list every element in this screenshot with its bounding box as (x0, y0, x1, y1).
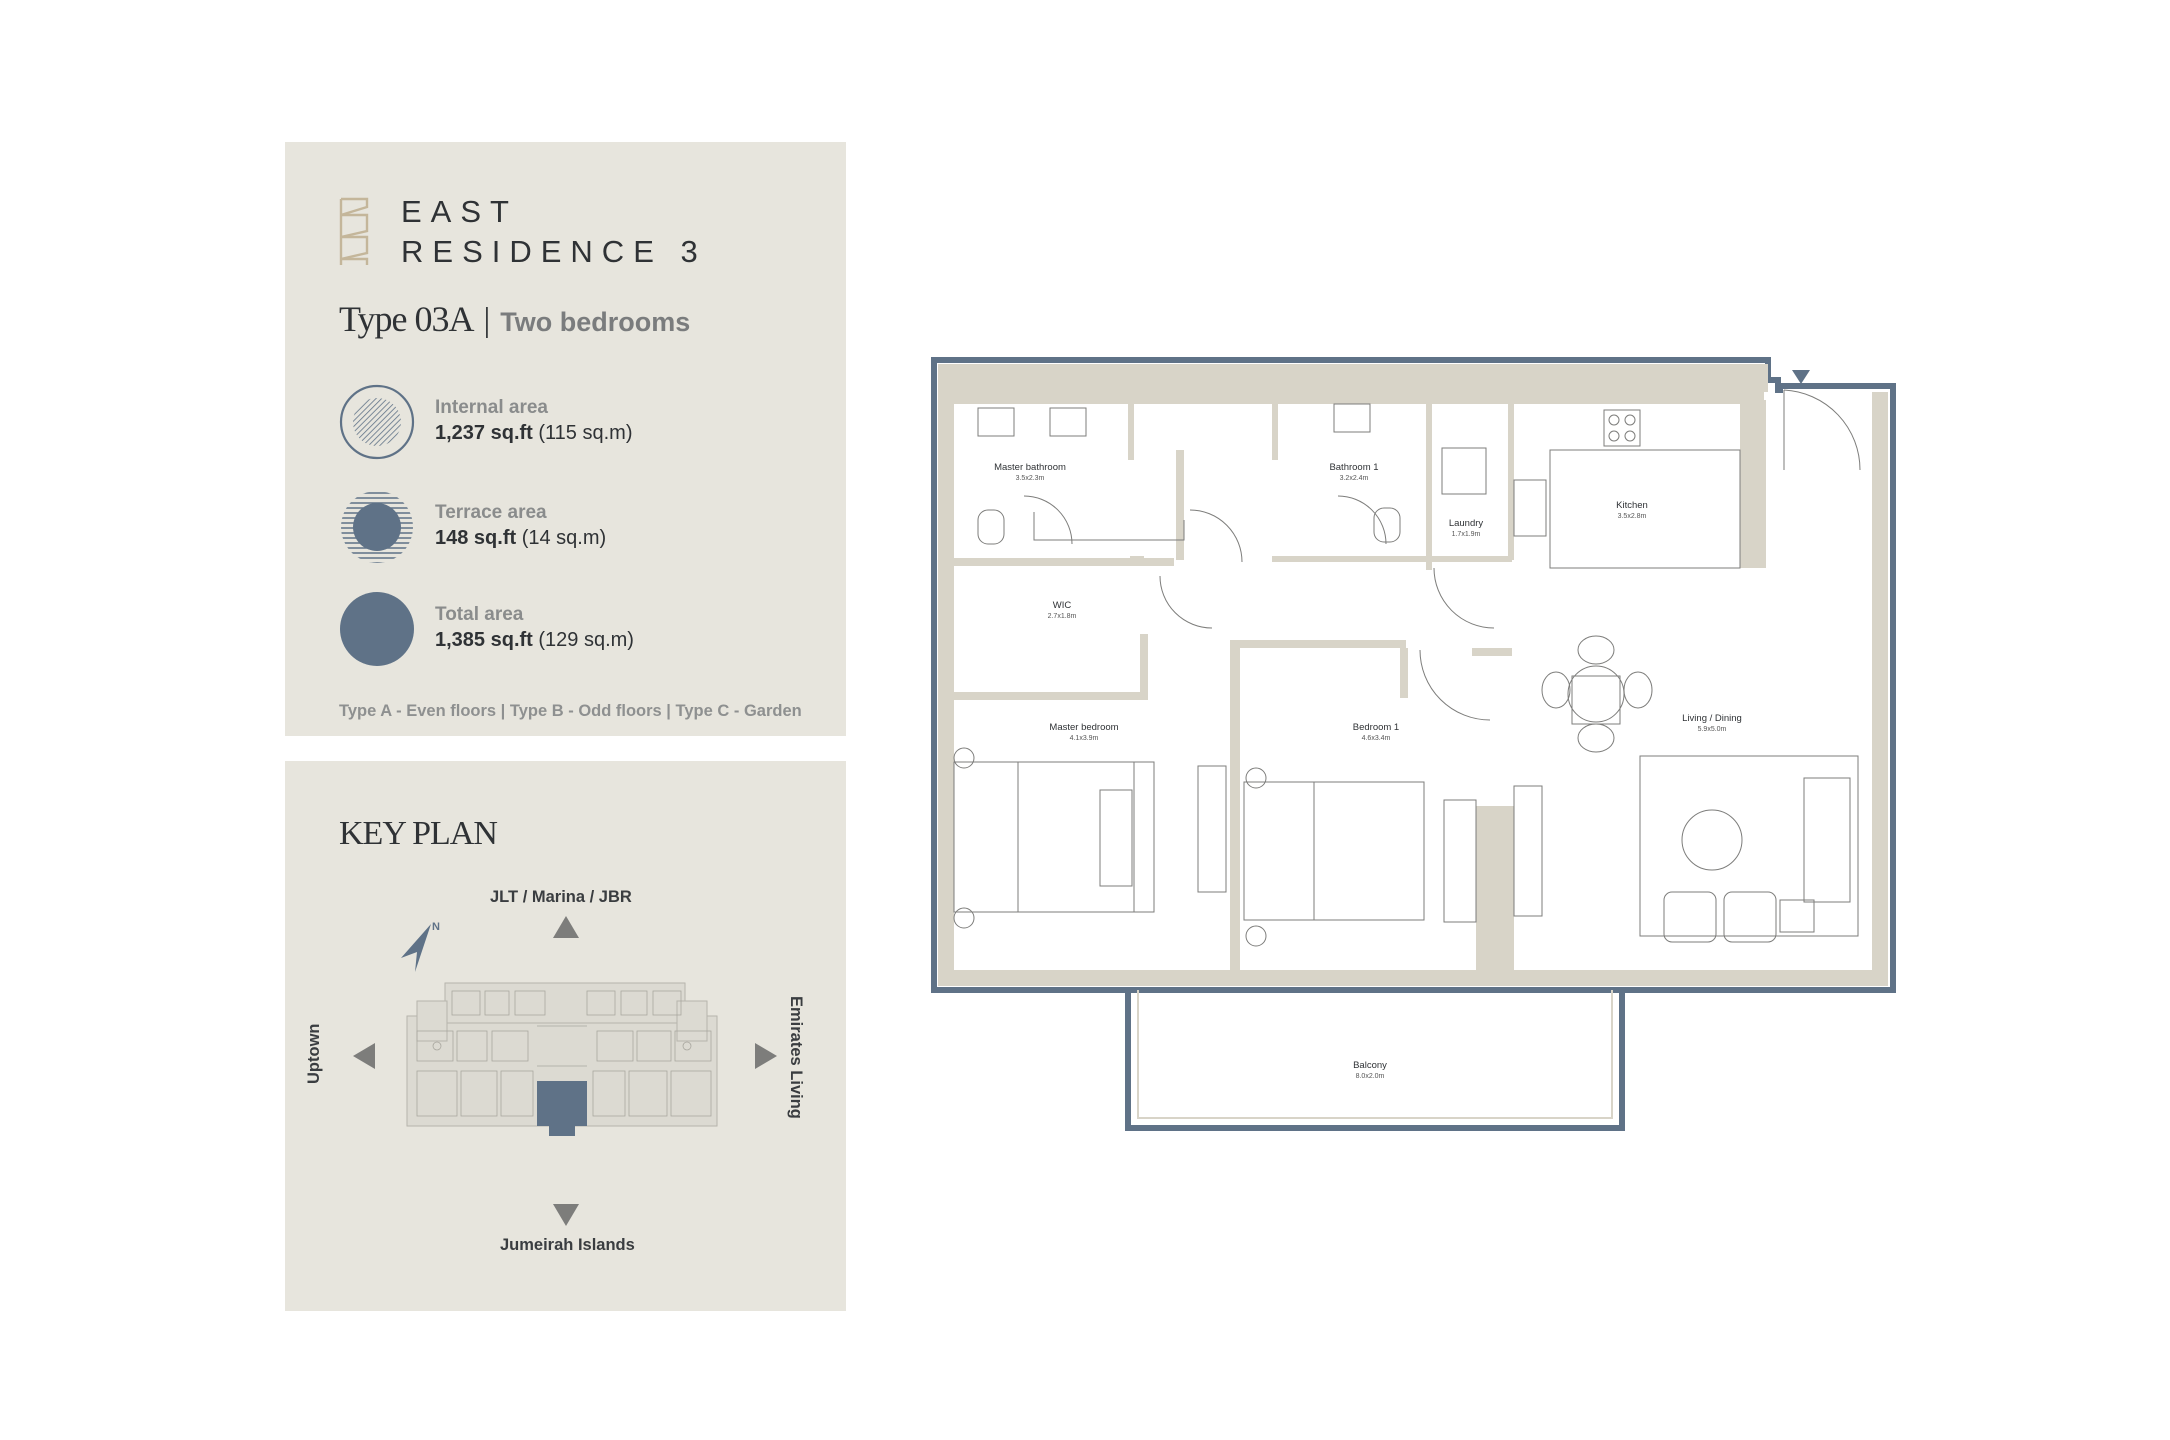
room-living-dining-label: Living / Dining (1682, 713, 1742, 724)
project-title-line2: RESIDENCE 3 (401, 234, 707, 269)
room-wic-dim: 2.7x1.8m (1048, 613, 1077, 620)
unit-type-heading: Type 03A| Two bedrooms (339, 298, 690, 340)
unit-info-panel: EAST RESIDENCE 3 Type 03A| Two bedrooms I… (285, 142, 846, 736)
room-kitchen-dim: 3.5x2.8m (1618, 513, 1647, 520)
entrance-arrow-icon (1792, 370, 1810, 384)
room-master-bathroom-label: Master bathroom (994, 462, 1066, 473)
room-balcony-dim: 8.0x2.0m (1356, 1073, 1385, 1080)
internal-area-value: 1,237 sq.ft (115 sq.m) (435, 422, 633, 444)
project-title-line1: EAST (401, 194, 518, 229)
arrow-right-icon (755, 1043, 777, 1069)
key-plan-title: KEY PLAN (339, 815, 498, 852)
svg-text:N: N (432, 921, 440, 933)
arrow-down-icon (553, 1204, 579, 1226)
floor-plan-diagram: Master bathroom 3.5x2.3m Bathroom 1 3.2x… (931, 357, 1896, 1131)
room-bedroom1-dim: 4.6x3.4m (1362, 735, 1391, 742)
room-laundry-label: Laundry (1449, 518, 1484, 529)
total-area-solid-circle-icon (340, 592, 414, 666)
key-plan-panel: KEY PLAN JLT / Marina / JBR Jumeirah Isl… (285, 761, 846, 1311)
room-wic-label: WIC (1053, 600, 1072, 611)
building-key-plan-map (406, 982, 718, 1136)
room-master-bedroom-label: Master bedroom (1049, 722, 1118, 733)
room-laundry-dim: 1.7x1.9m (1452, 531, 1481, 538)
room-master-bedroom-dim: 4.1x3.9m (1070, 735, 1099, 742)
room-kitchen-label: Kitchen (1616, 500, 1648, 511)
internal-area-label: Internal area (435, 397, 548, 418)
terrace-area-striped-circle-icon (341, 492, 413, 563)
fixtures (953, 389, 1861, 947)
unit-type-code: Type 03A (339, 299, 474, 339)
internal-area-hatched-circle-icon (339, 384, 415, 460)
direction-east-label: Emirates Living (787, 996, 805, 1119)
room-balcony-label: Balcony (1353, 1060, 1387, 1071)
room-bathroom1-dim: 3.2x2.4m (1340, 475, 1369, 482)
arrow-left-icon (353, 1043, 375, 1069)
room-bathroom1-label: Bathroom 1 (1329, 462, 1378, 473)
direction-west-label: Uptown (305, 1023, 323, 1084)
arrow-up-icon (553, 916, 579, 938)
east-residence-logo-icon (339, 197, 369, 265)
terrace-area-value: 148 sq.ft (14 sq.m) (435, 527, 607, 549)
project-title: EAST RESIDENCE 3 (401, 192, 707, 272)
room-bedroom1-label: Bedroom 1 (1353, 722, 1399, 733)
total-area-label: Total area (435, 604, 524, 625)
floor-types-note: Type A - Even floors | Type B - Odd floo… (339, 702, 802, 720)
direction-south-label: Jumeirah Islands (500, 1236, 635, 1254)
interior-walls (938, 364, 1888, 986)
room-labels: Master bathroom 3.5x2.3m Bathroom 1 3.2x… (994, 462, 1742, 1080)
terrace-area-label: Terrace area (435, 502, 547, 523)
total-area-value: 1,385 sq.ft (129 sq.m) (435, 629, 634, 651)
unit-type-description: Two bedrooms (500, 307, 691, 337)
room-master-bathroom-dim: 3.5x2.3m (1016, 475, 1045, 482)
unit-type-separator: | (483, 302, 491, 339)
room-living-dining-dim: 5.9x5.0m (1698, 726, 1727, 733)
direction-north-label: JLT / Marina / JBR (490, 888, 632, 906)
door-lintels (1760, 364, 1768, 392)
compass-north-icon: N (401, 921, 440, 972)
